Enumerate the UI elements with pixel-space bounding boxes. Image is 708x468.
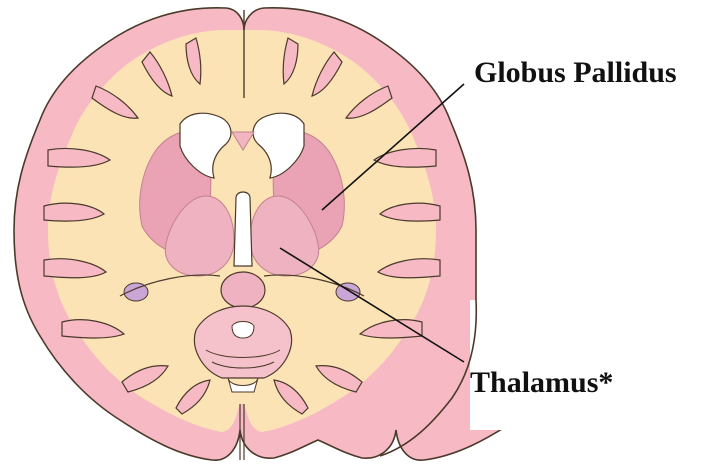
- thalamus-label: Thalamus*: [470, 368, 613, 398]
- midbrain-upper: [221, 272, 265, 308]
- midbrain-peduncles: [194, 306, 291, 378]
- globus-pallidus-label: Globus Pallidus: [474, 58, 677, 88]
- midbrain-aqueduct: [232, 322, 254, 339]
- third-ventricle: [234, 192, 252, 266]
